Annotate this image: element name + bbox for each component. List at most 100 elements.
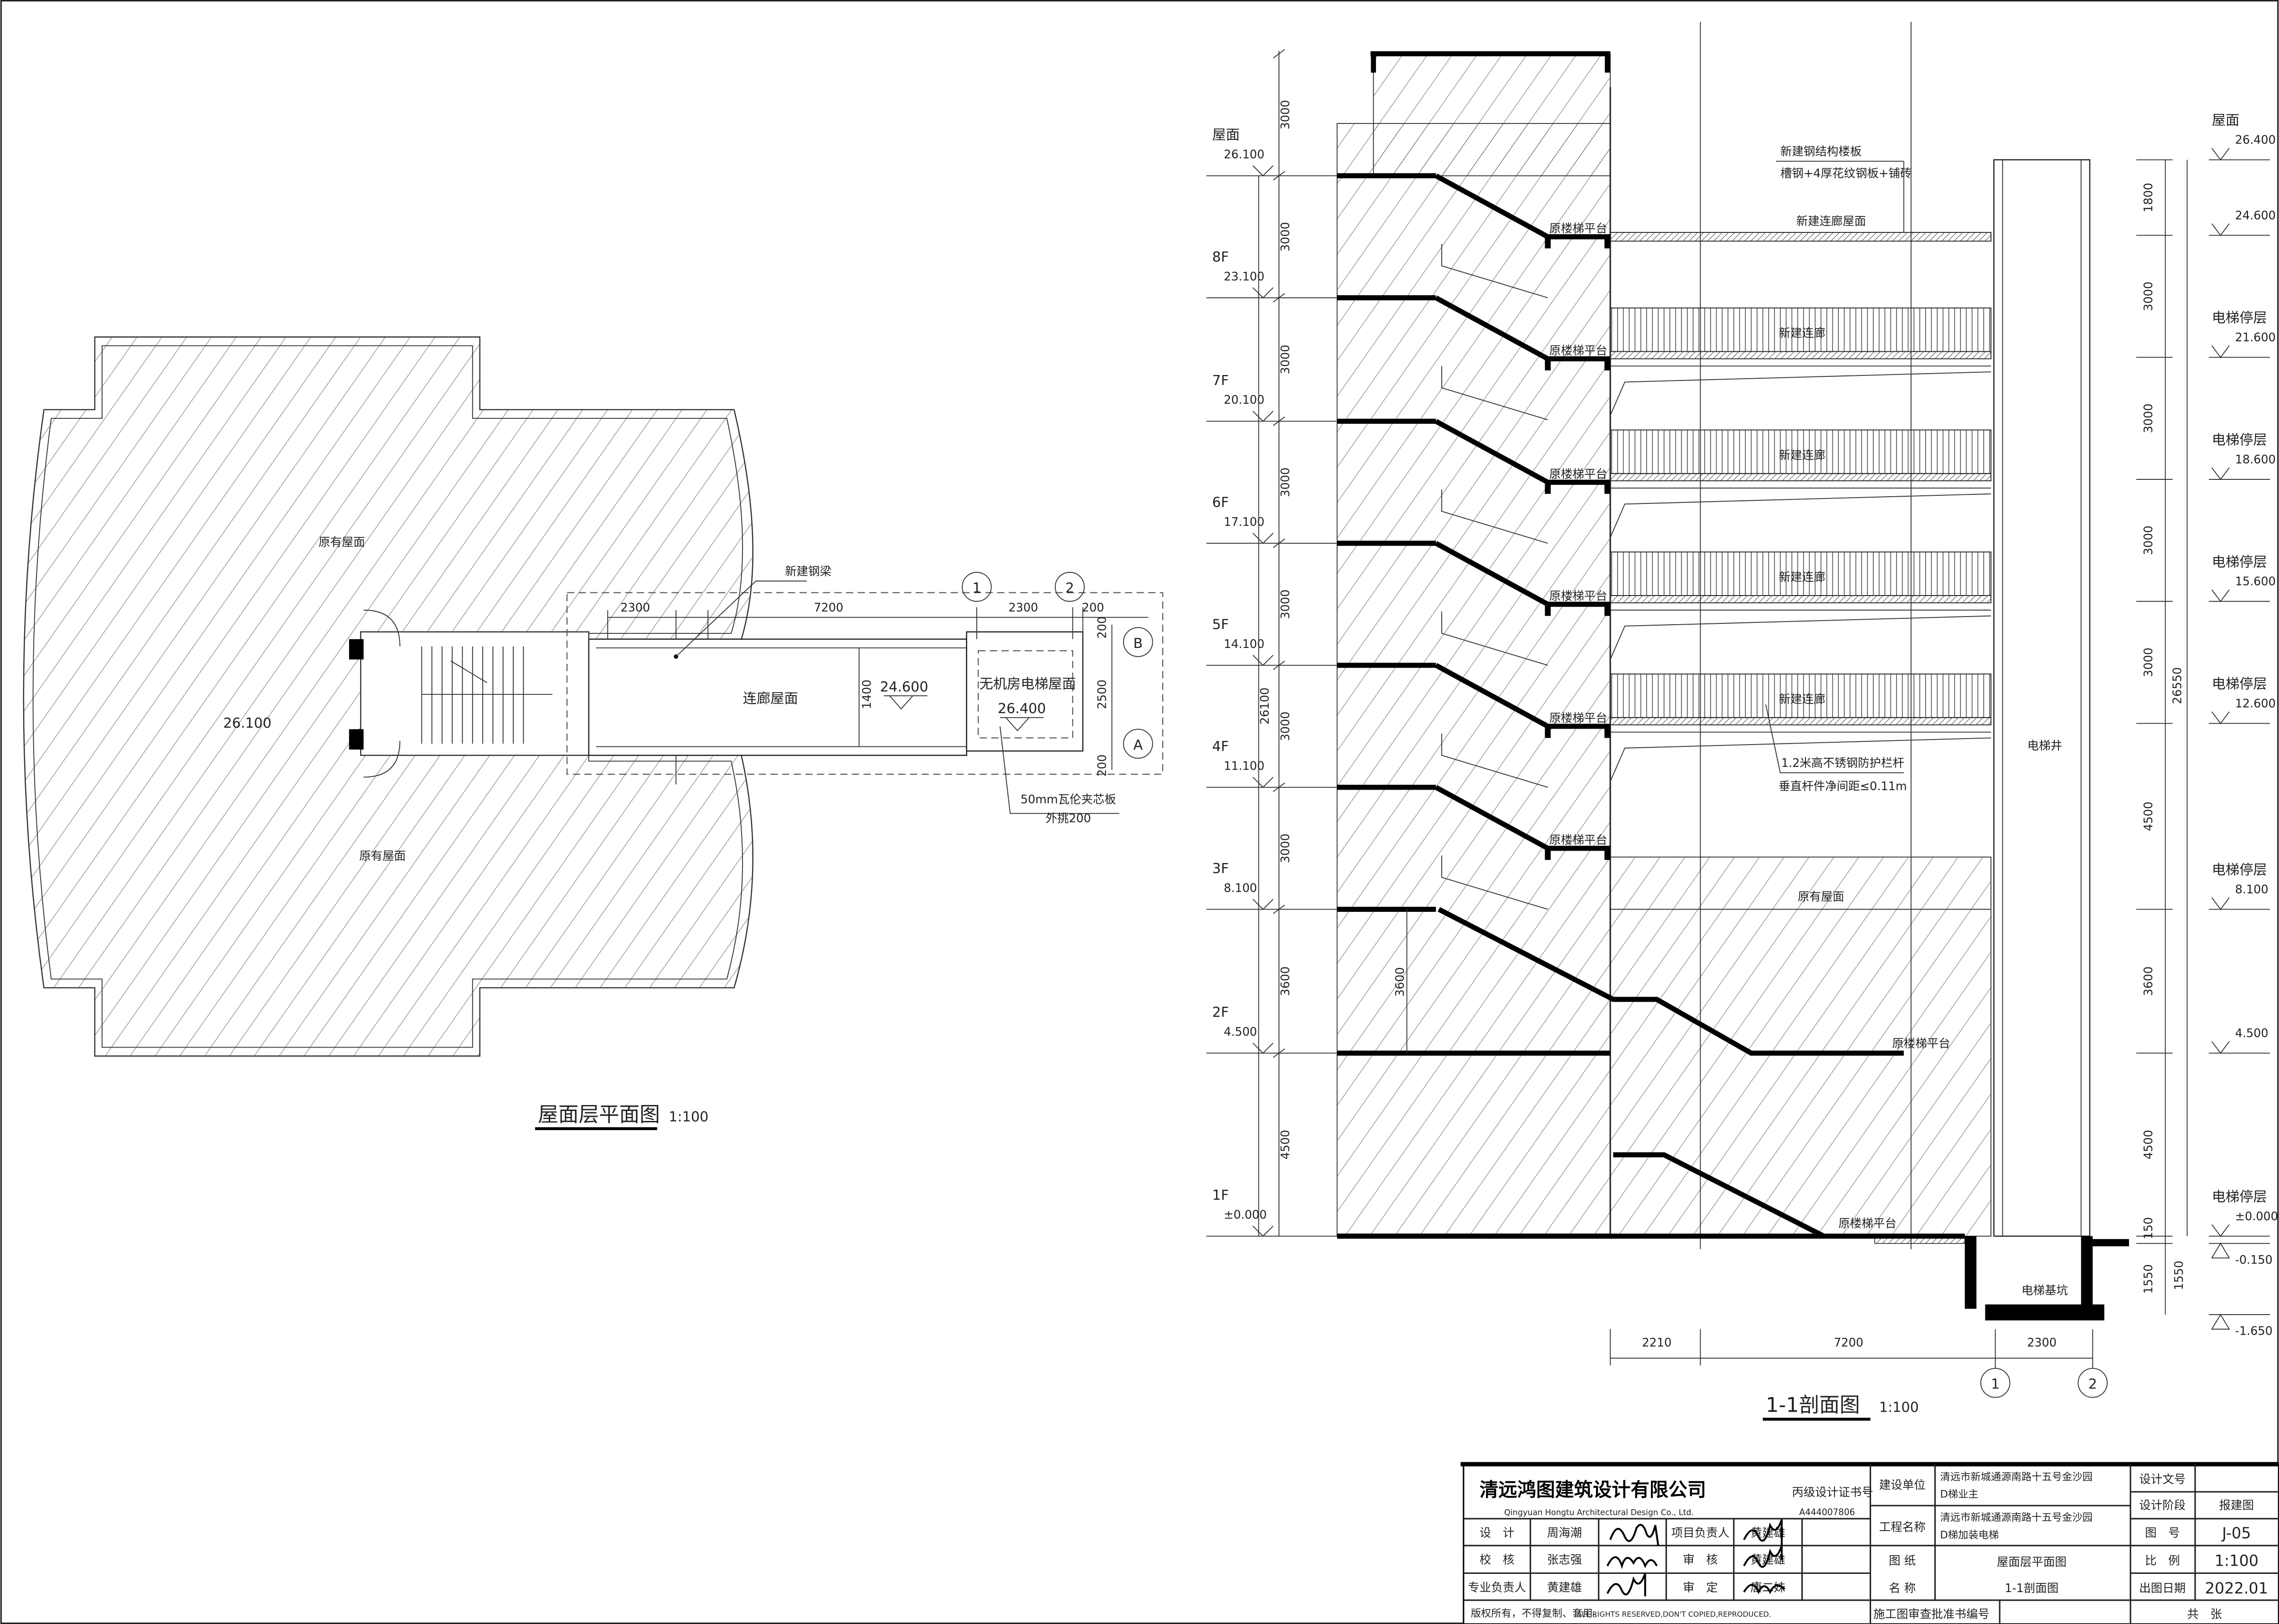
dim-label: 2300 xyxy=(1009,601,1038,615)
dim-label: 3000 xyxy=(2142,525,2155,555)
railing xyxy=(1609,429,1992,474)
corridor-label: 新建连廊 xyxy=(1779,327,1825,340)
project-2: D梯加装电梯 xyxy=(1940,1529,1999,1541)
dim-label: 200 xyxy=(1082,601,1104,615)
company-name-en: Qingyuan Hongtu Architectural Design Co.… xyxy=(1504,1508,1694,1517)
drawing-name: 屋面层平面图 xyxy=(1997,1555,2067,1569)
corridor-width-dim: 1400 xyxy=(860,679,874,709)
elevation-symbol xyxy=(883,695,928,710)
role-label: 专业负责人 xyxy=(1468,1581,1526,1594)
level-name: 电梯停层 xyxy=(2212,432,2267,448)
landing-beam xyxy=(1604,482,1610,494)
dim-label: 1800 xyxy=(2142,183,2155,212)
level-elevation: -0.150 xyxy=(2235,1253,2273,1267)
role-label: 设 计 xyxy=(1480,1526,1515,1540)
elevation-symbol xyxy=(1252,533,1274,544)
issue-date: 2022.01 xyxy=(2205,1579,2268,1597)
dim-label: 200 xyxy=(1096,617,1109,639)
pit-label: 电梯基坑 xyxy=(2021,1284,2068,1297)
floor-name: 7F xyxy=(1212,373,1229,389)
landing-label: 原楼梯平台 xyxy=(1549,590,1608,603)
panel-note: 50mm瓦伦夹芯板 xyxy=(1021,793,1116,807)
dim-label: 3000 xyxy=(2142,404,2155,433)
landing-beam xyxy=(1604,726,1610,738)
elevation-symbol xyxy=(1252,655,1274,666)
stair-tower-top xyxy=(1373,53,1611,176)
doc-no-label: 设计文号 xyxy=(2139,1473,2186,1486)
floor-elevation: 14.100 xyxy=(1224,637,1264,651)
dim-label: 3000 xyxy=(1279,100,1292,129)
plan-axes: 1 2 B A xyxy=(962,572,1153,759)
elevation-symbol xyxy=(2211,1041,2230,1054)
sheet-label: 图 号 xyxy=(2145,1526,2180,1540)
column xyxy=(349,639,364,660)
drawing-label: 图 纸 xyxy=(1889,1554,1916,1567)
elevation-symbol xyxy=(1252,899,1274,910)
dim-label: 150 xyxy=(2142,1217,2155,1239)
wall-outline xyxy=(1609,615,1991,660)
landing-label: 原楼梯平台 xyxy=(1838,1217,1897,1231)
title-block xyxy=(1460,1462,2279,1624)
stair-return-flight xyxy=(1441,489,1548,544)
floor-elevation: 17.100 xyxy=(1224,515,1264,529)
section-1-1: 屋面26.100原楼梯平台8F23.100原楼梯平台7F20.100原楼梯平台6… xyxy=(1206,21,2278,1421)
stage-label: 设计阶段 xyxy=(2139,1499,2186,1512)
dim-label: 4500 xyxy=(2142,802,2155,831)
floor-name: 1F xyxy=(1212,1187,1229,1203)
elevation-symbol xyxy=(1252,287,1274,298)
level-elevation: 4.500 xyxy=(2235,1027,2269,1040)
level-name: 电梯停层 xyxy=(2212,862,2267,878)
drawing-label-2: 名 称 xyxy=(1889,1582,1916,1595)
landing-beam xyxy=(1604,604,1610,616)
elevator-roof-label: 无机房电梯屋面 xyxy=(980,676,1076,692)
column xyxy=(349,729,364,750)
level-elevation: 21.600 xyxy=(2235,331,2276,344)
client: 清远市新城通源南路十五号金沙园 xyxy=(1940,1471,2092,1483)
corridor-roof-label: 连廊屋面 xyxy=(743,691,798,707)
railing-note: 1.2米高不锈钢防护栏杆 xyxy=(1781,756,1904,770)
elevation-symbol xyxy=(2211,589,2230,602)
elevation-symbol xyxy=(2211,467,2230,480)
wall-outline xyxy=(1609,737,1991,782)
project-label: 工程名称 xyxy=(1879,1521,1926,1534)
total-height-dim: 26550 xyxy=(2171,667,2185,704)
corridor-label: 新建连廊 xyxy=(1779,570,1825,584)
level-elevation: 15.600 xyxy=(2235,575,2276,589)
elevation-symbol xyxy=(2211,345,2230,358)
elevation-symbol xyxy=(2211,897,2230,910)
axis-label: 2 xyxy=(2088,1377,2097,1393)
landing-label: 原楼梯平台 xyxy=(1549,711,1608,725)
dim-label: 200 xyxy=(1096,755,1109,777)
axis-label: A xyxy=(1133,737,1143,753)
cert-number: A444007806 xyxy=(1799,1507,1855,1517)
corridor-elevation: 24.600 xyxy=(880,679,928,695)
new-corridor-roof-slab xyxy=(1609,232,1992,242)
landing-label: 原楼梯平台 xyxy=(1892,1037,1950,1050)
elevation-symbol xyxy=(1252,411,1274,422)
railing-note-2: 垂直杆件净间距≤0.11m xyxy=(1779,780,1907,793)
client-label: 建设单位 xyxy=(1879,1479,1926,1492)
landing-beam xyxy=(1604,359,1610,370)
existing-roof-block xyxy=(1609,856,1992,910)
level-name: 电梯停层 xyxy=(2212,554,2267,570)
elevator-roof-elevation: 26.400 xyxy=(998,701,1046,717)
corridor-label: 新建连廊 xyxy=(1779,448,1825,462)
floor-name: 4F xyxy=(1212,739,1229,755)
floor-elevation: 26.100 xyxy=(1224,148,1264,161)
stair-return-flight xyxy=(1441,244,1548,298)
stair-core xyxy=(360,631,590,756)
dim-label: 3000 xyxy=(2142,282,2155,311)
title-block-text: 清远鸿图建筑设计有限公司 Qingyuan Hongtu Architectur… xyxy=(1468,1471,2268,1621)
floor-name: 5F xyxy=(1212,617,1229,632)
floor-elevation: 23.100 xyxy=(1224,270,1264,283)
dim-label: 7200 xyxy=(1834,1336,1863,1350)
corridor-roof-note: 新建连廊屋面 xyxy=(1796,215,1866,228)
railing xyxy=(1609,551,1992,596)
floor-name: 3F xyxy=(1212,861,1229,877)
corridor-slab xyxy=(1609,717,1992,725)
dim-label: 3600 xyxy=(1279,966,1292,996)
elevation-symbol xyxy=(1252,776,1274,788)
project: 清远市新城通源南路十五号金沙园 xyxy=(1940,1512,2092,1524)
dim-label: 2300 xyxy=(620,601,650,615)
